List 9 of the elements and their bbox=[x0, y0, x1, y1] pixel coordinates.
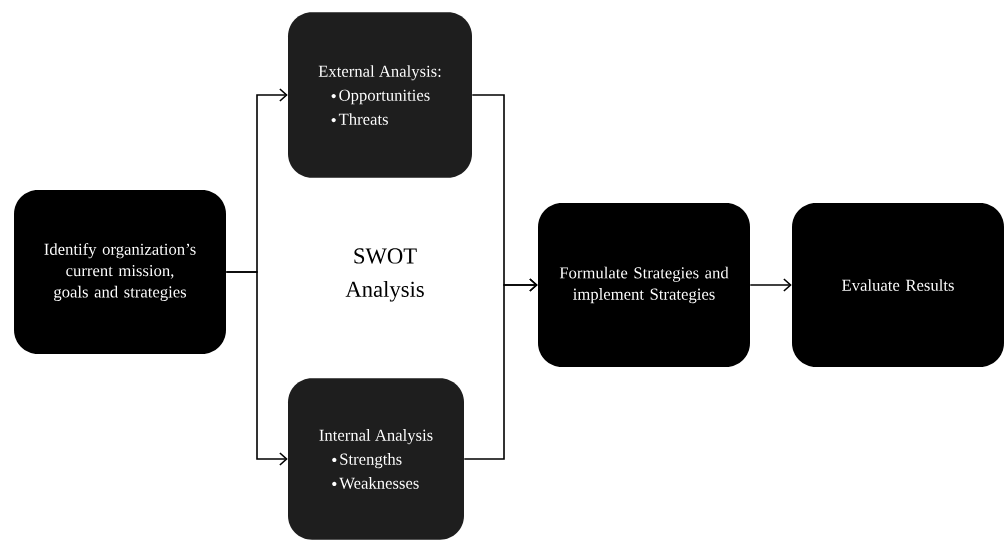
arrow bbox=[463, 278, 538, 460]
arrow bbox=[225, 271, 288, 466]
process-box: Evaluate Results bbox=[792, 203, 1004, 367]
process-box: Formulate Strategies and implement Strategies bbox=[538, 203, 750, 367]
process-box: Identify organization’s current mission, goals and strategies bbox=[14, 190, 226, 354]
process-box: External Analysis: Opportunities Threats bbox=[288, 12, 472, 178]
process-box: Internal Analysis Strengths Weaknesses bbox=[288, 378, 464, 540]
diagram-label: SWOT Analysis bbox=[345, 248, 424, 302]
arrow bbox=[749, 278, 792, 292]
